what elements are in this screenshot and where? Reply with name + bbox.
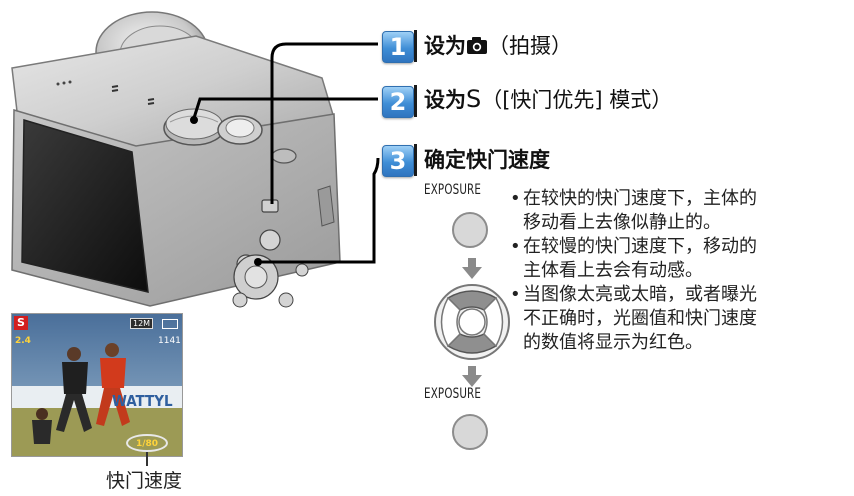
mode-badge: S [14,316,28,330]
step-1-divider [414,30,417,62]
note-item: • 当图像太亮或太暗，或者曝光 不正确时，光圈值和快门速度 的数值将显示为红色。 [507,283,852,355]
step-3-badge: 3 [382,145,414,177]
step-1-title: 设为 [424,34,466,58]
step-1-badge: 1 [382,31,414,63]
note-line: 当图像太亮或太暗，或者曝光 [523,284,757,305]
step-1-text: 设为 （拍摄） [424,30,572,60]
step-2-divider [414,85,417,117]
note-line: 的数值将显示为红色。 [523,332,703,353]
step-2-badge: 2 [382,86,414,118]
step-3-title: 确定快门速度 [424,148,550,172]
note-item: • 在较快的快门速度下，主体的 移动看上去像似静止的。 [507,187,852,235]
exposure-label-top: EXPOSURE [424,182,482,198]
lcd-preview: S 12M 1141 2.4 WATTYL 1/80 [11,313,183,457]
step-2-text: 设为S（[快门优先] 模式） [424,84,672,114]
note-line: 主体看上去会有动感。 [523,260,703,281]
battery-icon [162,319,178,329]
banner-text: WATTYL [112,392,173,410]
step-3-divider [414,144,417,176]
soccer-scene-image [12,314,182,456]
note-line: 在较慢的快门速度下，移动的 [523,236,757,257]
mode-s-letter: S [466,85,482,113]
camera-icon [466,36,488,60]
exposure-button-top [452,212,488,248]
note-item: • 在较慢的快门速度下，移动的 主体看上去会有动感。 [507,235,852,283]
arrow-down-icon [462,366,482,387]
aperture-value: 2.4 [15,336,31,346]
shots-remaining: 1141 [158,336,181,346]
step-2-suffix: （[快门优先] 模式） [481,88,673,112]
notes-list: • 在较快的快门速度下，主体的 移动看上去像似静止的。 • 在较慢的快门速度下，… [507,187,852,355]
arrow-down-icon [462,258,482,279]
note-line: 在较快的快门速度下，主体的 [523,188,757,209]
shutter-speed-caption: 快门速度 [106,470,183,492]
exposure-label-bottom: EXPOSURE [424,386,482,402]
step-1-suffix: （拍摄） [488,34,572,58]
step-2-title: 设为 [424,88,466,112]
note-line: 移动看上去像似静止的。 [523,212,721,233]
shutter-speed-highlight [126,434,168,452]
camera-illustration [11,11,341,308]
note-line: 不正确时，光圈值和快门速度 [523,308,757,329]
exposure-button-bottom [452,414,488,450]
cursor-pad-icon [434,284,510,360]
caption-leader-line [146,452,148,466]
resolution-badge: 12M [130,318,154,329]
